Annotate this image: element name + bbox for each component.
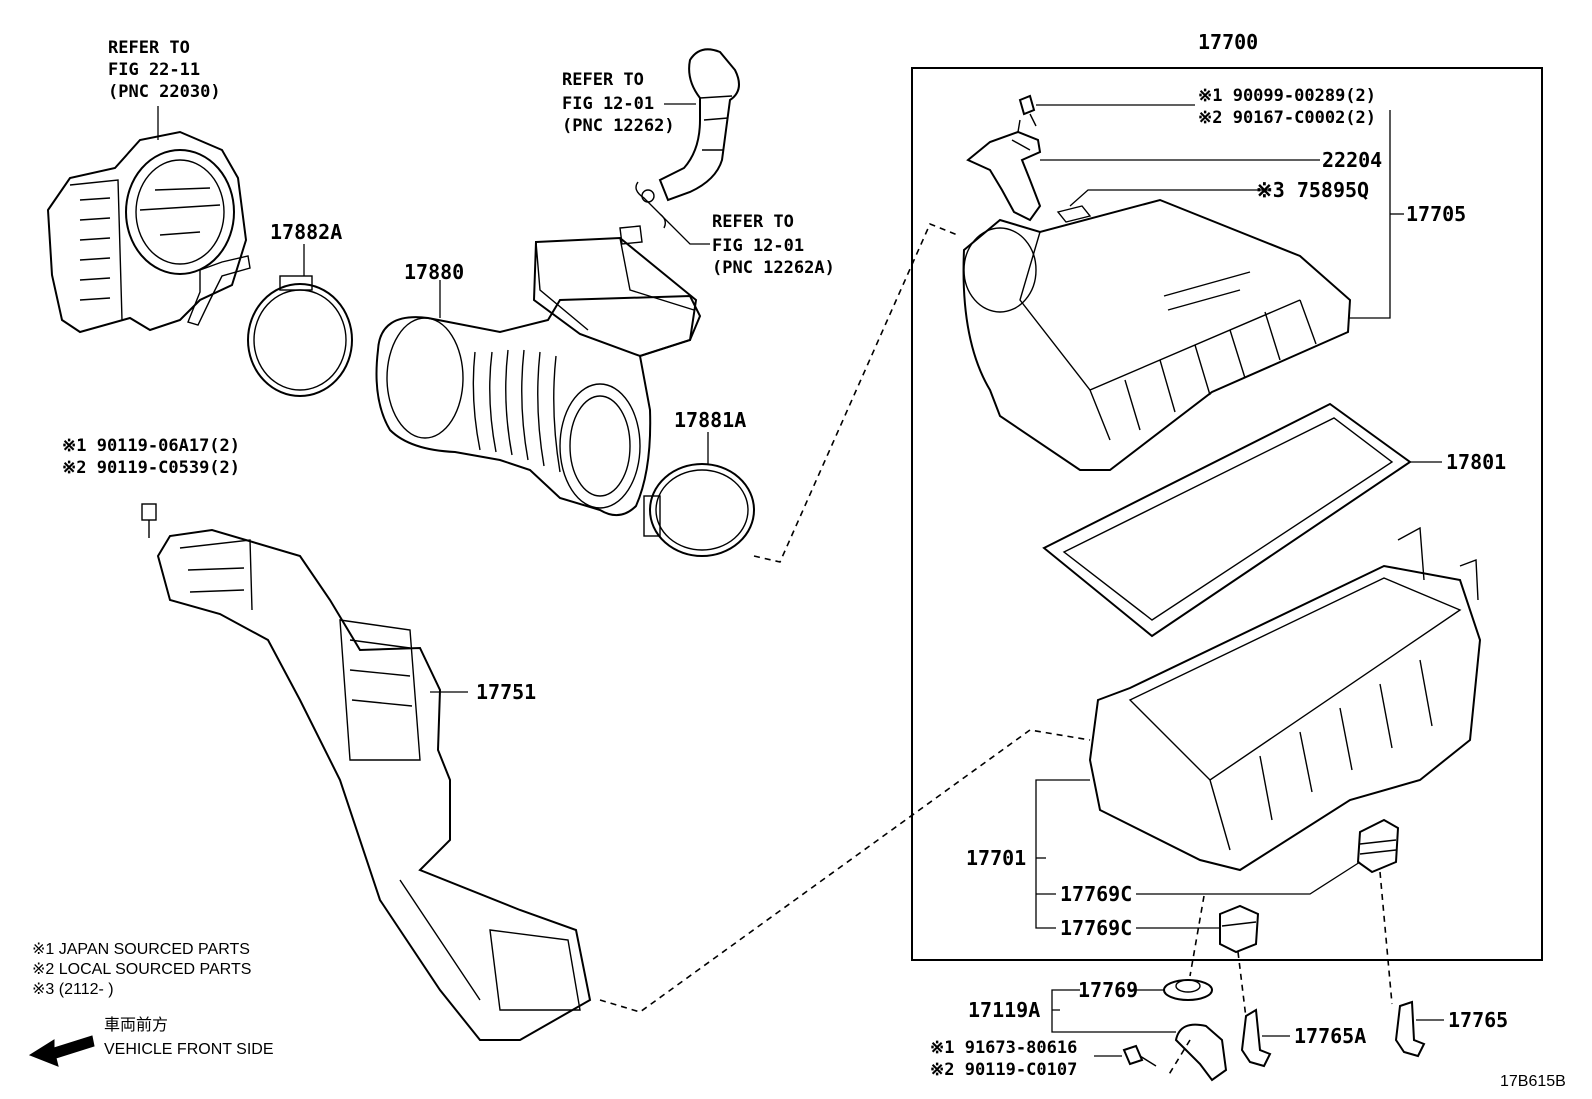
part-label-17700[interactable]: 17700 [1198, 30, 1259, 54]
hose-illustration [635, 48, 740, 245]
legend-japan-sourced: ※1 JAPAN SOURCED PARTS [32, 941, 250, 958]
part-label-17765[interactable]: 17765 [1448, 1008, 1509, 1032]
filter-17801-illustration [1042, 402, 1442, 638]
refer-throttle-line1: REFER TO [108, 38, 190, 58]
direction-label-en: VEHICLE FRONT SIDE [104, 1041, 274, 1058]
part-label-17769c-lower[interactable]: 17769C [1060, 916, 1133, 940]
refer-throttle-line3: (PNC 22030) [108, 82, 221, 102]
part-label-17705[interactable]: 17705 [1406, 202, 1467, 226]
part-label-17769c-upper[interactable]: 17769C [1060, 882, 1133, 906]
part-label-17769[interactable]: 17769 [1078, 978, 1139, 1002]
refer-hose-lower-line1: REFER TO [712, 212, 794, 232]
part-label-17801[interactable]: 17801 [1446, 450, 1507, 474]
grommet-17769c-right [1136, 818, 1400, 1005]
diagram-id: 17B615B [1500, 1073, 1566, 1090]
throttle-body-illustration [46, 106, 251, 334]
grommet-17769 [1132, 895, 1213, 1001]
connector-hose-to-case [753, 222, 961, 563]
bracket-17119a [1051, 989, 1228, 1082]
part-label-75895q[interactable]: ※3 75895Q [1256, 178, 1370, 202]
clamp-17881a-illustration [643, 432, 755, 557]
refer-throttle-line2: FIG 22-11 [108, 60, 201, 80]
part-label-17881a[interactable]: 17881A [674, 408, 747, 432]
part-label-17765a[interactable]: 17765A [1294, 1024, 1367, 1048]
label-75895q-illustration [1056, 205, 1092, 223]
front-arrow-icon [28, 1035, 95, 1067]
refer-hose-upper-line1: REFER TO [562, 70, 644, 90]
lower-case-17701-illustration [1035, 526, 1482, 929]
bolt-duct-japan[interactable]: ※1 90119-06A17(2) [62, 436, 241, 456]
part-label-22204[interactable]: 22204 [1322, 148, 1383, 172]
bolt-top-local[interactable]: ※2 90167-C0002(2) [1198, 108, 1377, 128]
upper-case-17705-illustration [962, 110, 1404, 471]
part-label-17751[interactable]: 17751 [476, 680, 537, 704]
refer-hose-upper-line3: (PNC 12262) [562, 116, 675, 136]
legend-date-range: ※3 (2112- ) [32, 981, 114, 998]
duct-17751-illustration [141, 503, 592, 1041]
part-label-17882a[interactable]: 17882A [270, 220, 343, 244]
stud-17765a [1240, 1008, 1290, 1068]
clamp-17882a-illustration [247, 244, 353, 397]
refer-hose-upper-line2: FIG 12-01 [562, 94, 655, 114]
sensor-22204-illustration [966, 94, 1320, 222]
bolt-bottom [1094, 1044, 1157, 1067]
bolt-top-japan[interactable]: ※1 90099-00289(2) [1198, 86, 1377, 106]
bolt-bottom-japan[interactable]: ※1 91673-80616 [930, 1038, 1078, 1058]
refer-hose-lower-line3: (PNC 12262A) [712, 258, 835, 278]
intake-hose-illustration [375, 225, 702, 517]
part-label-17701[interactable]: 17701 [966, 846, 1027, 870]
bolt-duct-local[interactable]: ※2 90119-C0539(2) [62, 458, 241, 478]
stud-17765 [1394, 1000, 1444, 1058]
bolt-bottom-local[interactable]: ※2 90119-C0107 [930, 1060, 1078, 1080]
part-label-17119a[interactable]: 17119A [968, 998, 1041, 1022]
direction-label-jp: 車両前方 [104, 1017, 169, 1034]
connector-duct-to-case [599, 729, 1091, 1013]
part-label-17880[interactable]: 17880 [404, 260, 465, 284]
legend-local-sourced: ※2 LOCAL SOURCED PARTS [32, 961, 252, 978]
assembly-frame [911, 67, 1543, 961]
refer-hose-lower-line2: FIG 12-01 [712, 236, 805, 256]
grommet-17769c-left [1136, 904, 1260, 1019]
